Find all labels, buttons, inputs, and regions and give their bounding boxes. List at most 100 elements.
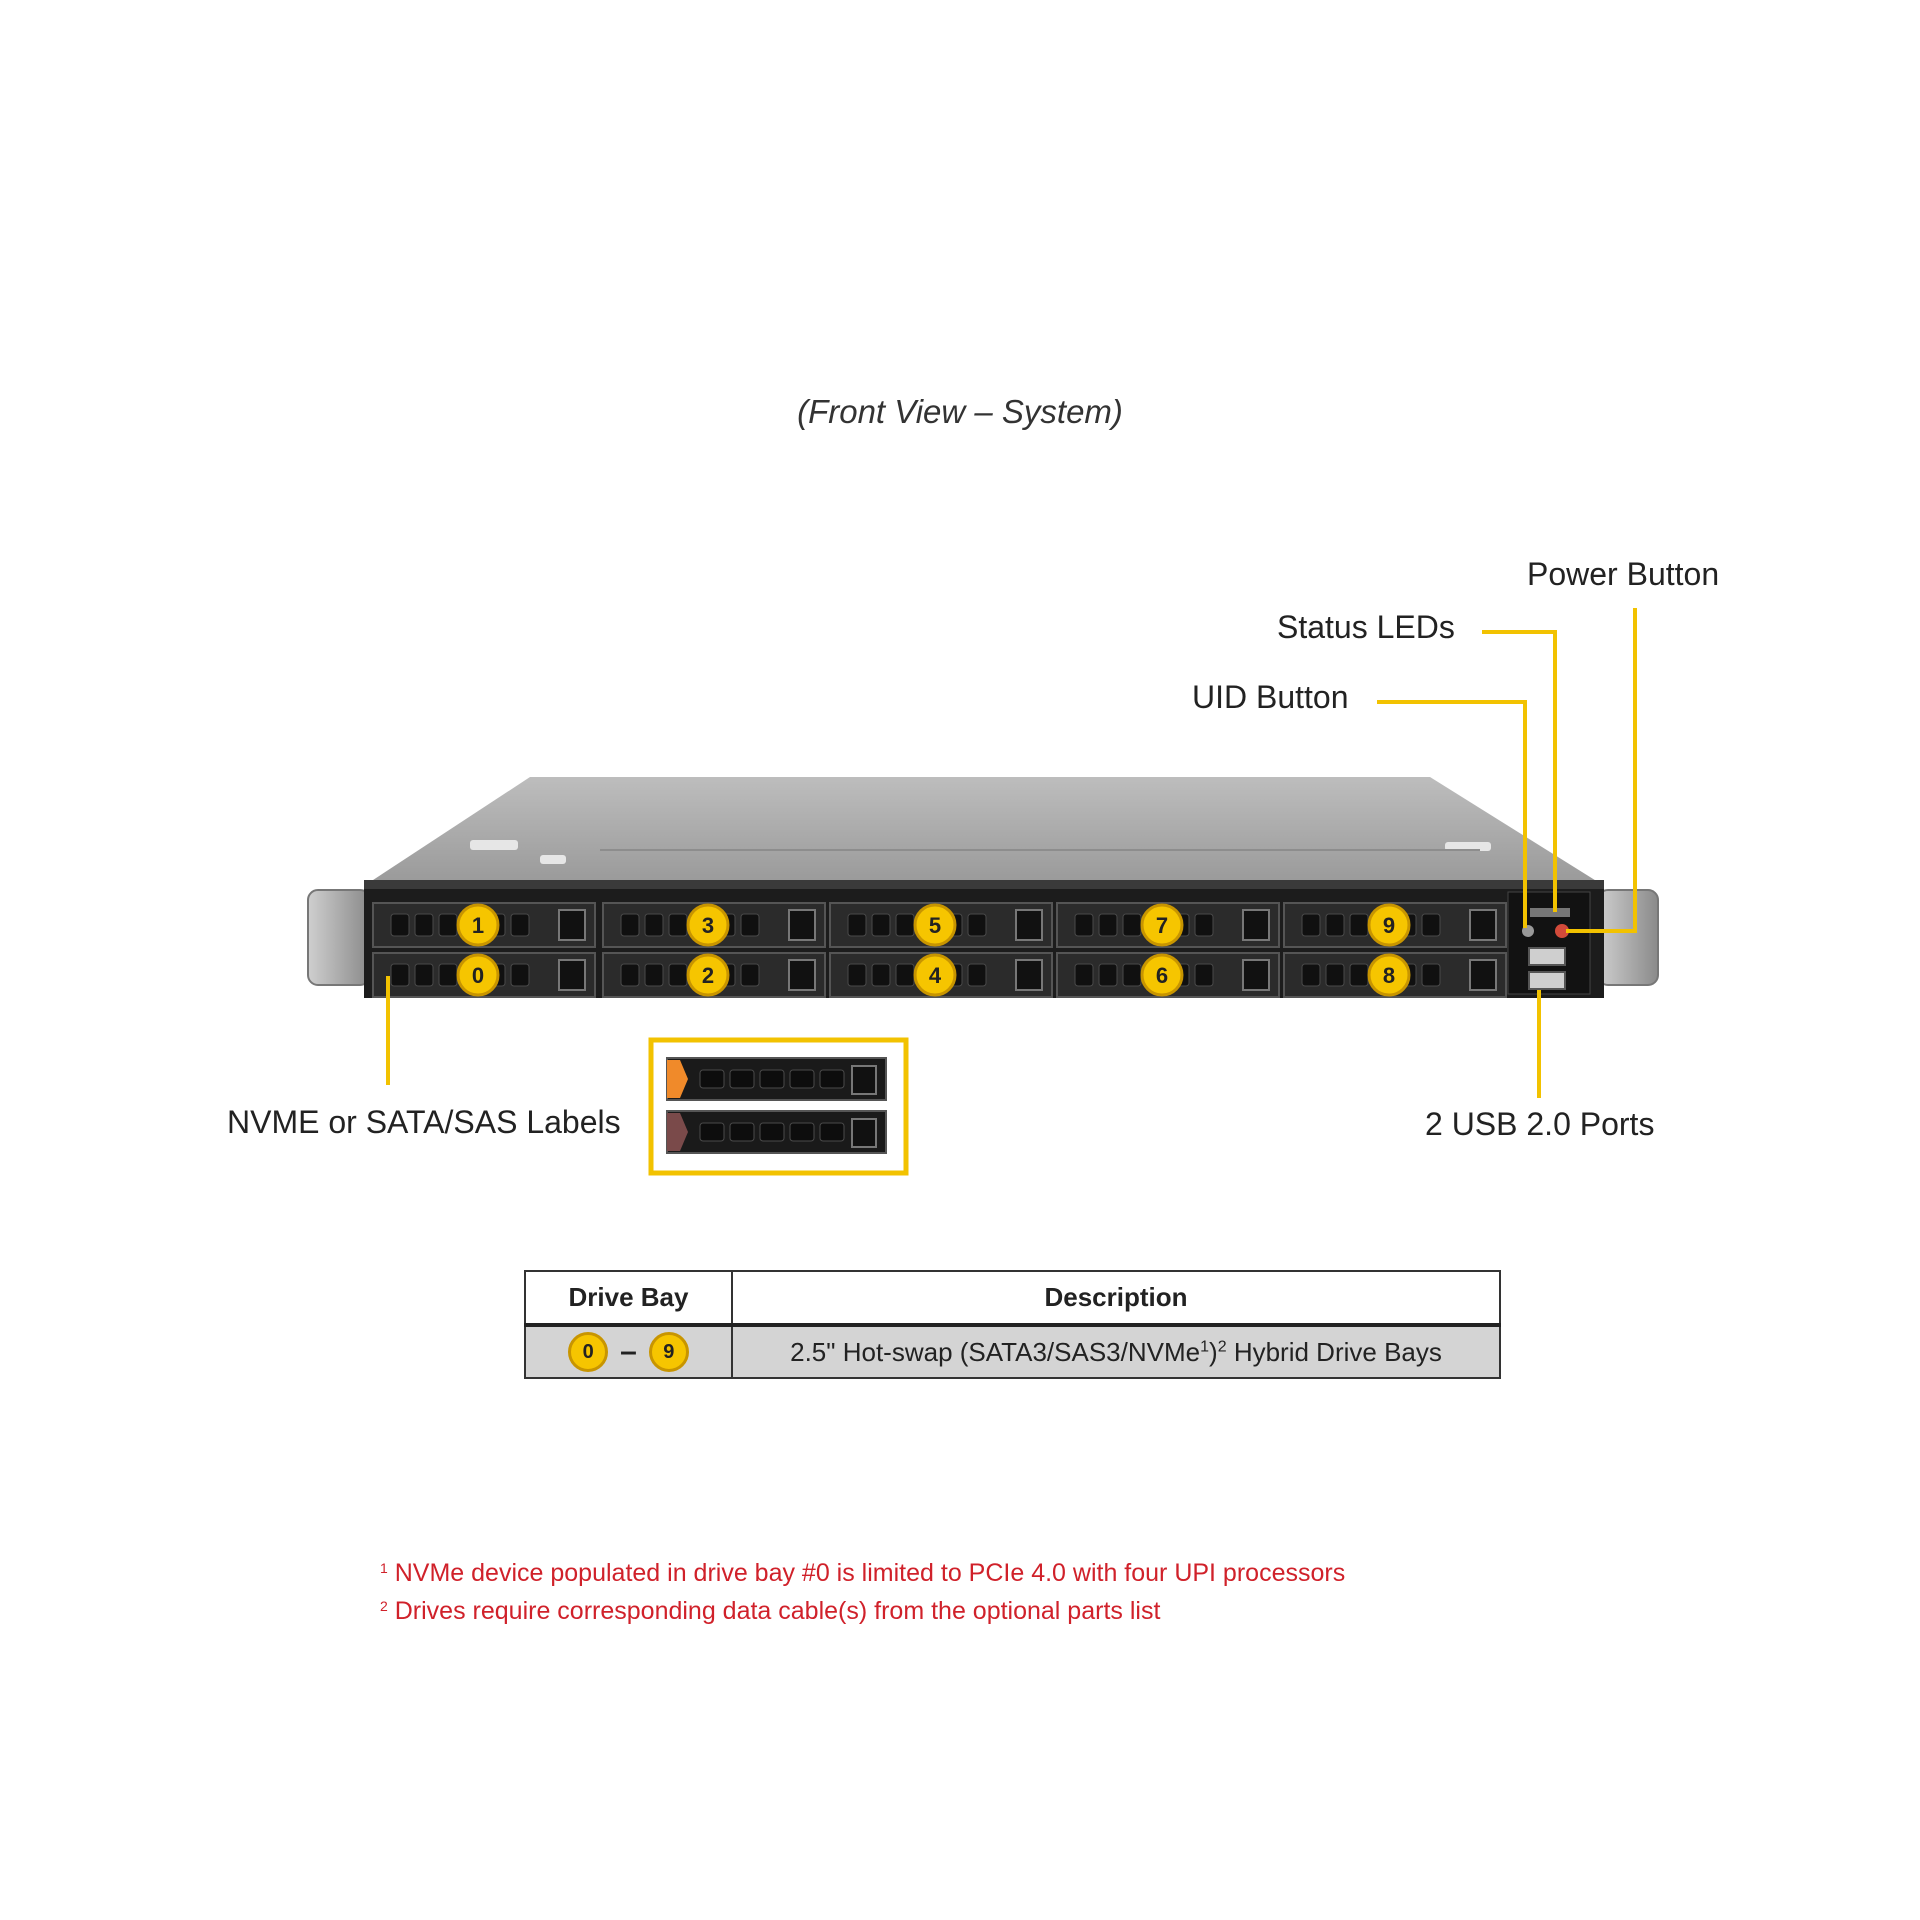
drive-bay-table: Drive Bay Description 0 – 9 2.5" Hot-swa… (524, 1270, 1501, 1379)
tray-vent (871, 913, 891, 937)
inset-tray-vent (789, 1122, 815, 1142)
tray-vent (510, 913, 530, 937)
tray-vent (1098, 913, 1118, 937)
bay-number-label: 8 (1383, 963, 1395, 988)
tray-latch[interactable] (1469, 909, 1497, 941)
drive-bay-8[interactable]: 8 (1283, 952, 1507, 998)
tray-vent (390, 963, 410, 987)
drive-bay-6[interactable]: 6 (1056, 952, 1280, 998)
bay-end-badge: 9 (648, 1332, 689, 1372)
tray-vent (1349, 963, 1369, 987)
callout-labels: NVME or SATA/SAS Labels (227, 1104, 621, 1140)
inset-tray-latch (851, 1065, 877, 1095)
inset-tray-vent (789, 1069, 815, 1089)
bay-number-label: 6 (1156, 963, 1168, 988)
inset-tray-vent (699, 1069, 725, 1089)
bay-number-badge (913, 953, 957, 997)
tray-vent (1074, 963, 1094, 987)
rack-ear-left (307, 889, 371, 986)
tray-vent (620, 913, 640, 937)
tray-vent (895, 913, 915, 937)
drive-bay-5[interactable]: 5 (829, 902, 1053, 948)
footnotes: 1 NVMe device populated in drive bay #0 … (380, 1552, 1345, 1628)
footnote-mark-2: 2 (380, 1598, 388, 1614)
chassis-vent-2 (540, 855, 566, 864)
description-text: 2.5" Hot-swap (SATA3/SAS3/NVMe (790, 1336, 1201, 1367)
tray-latch[interactable] (558, 909, 586, 941)
tray-vent (1349, 913, 1369, 937)
tray-latch[interactable] (788, 959, 816, 991)
label-nvme-orange (667, 1060, 688, 1098)
bay-number-label: 9 (1383, 913, 1395, 938)
tray-vent (871, 963, 891, 987)
footnote-mark-1: 1 (380, 1560, 388, 1576)
tray-vent (414, 913, 434, 937)
footnote-text-1: NVMe device populated in drive bay #0 is… (394, 1559, 1346, 1587)
usb-port-1[interactable] (1528, 947, 1566, 966)
tray-vent (847, 913, 867, 937)
label-tray-vents (699, 1065, 877, 1148)
header-drive-bay: Drive Bay (524, 1270, 733, 1327)
power-button[interactable] (1555, 924, 1569, 938)
figure-title: (Front View – System) (797, 393, 1123, 430)
tray-vent (1122, 913, 1142, 937)
drive-bay-2[interactable]: 2 (602, 952, 826, 998)
tray-latch[interactable] (558, 959, 586, 991)
bay-number-badge (456, 903, 500, 947)
callout-power-button: Power Button (1527, 556, 1720, 592)
tray-latch[interactable] (1015, 909, 1043, 941)
status-leds (1530, 908, 1570, 917)
bay-number-badge (686, 953, 730, 997)
tray-latch[interactable] (1015, 959, 1043, 991)
callout-usb-ports: 2 USB 2.0 Ports (1425, 1106, 1655, 1142)
bay-number-badge (686, 903, 730, 947)
bay-number-label: 4 (929, 963, 942, 988)
drive-bay-3[interactable]: 3 (602, 902, 826, 948)
callout-line-uid (1377, 700, 1527, 928)
inset-tray-vent (759, 1122, 785, 1142)
inset-tray-vent (729, 1069, 755, 1089)
tray-vent (668, 913, 688, 937)
bay-number-badge (456, 953, 500, 997)
footnote-ref-2: 2 (1217, 1337, 1227, 1355)
drive-bay-9[interactable]: 9 (1283, 902, 1507, 948)
tray-vent (644, 963, 664, 987)
tray-vent (1194, 913, 1214, 937)
tray-vent (1194, 963, 1214, 987)
tray-vent (895, 963, 915, 987)
table-row: 0 – 9 2.5" Hot-swap (SATA3/SAS3/NVMe1)2 … (524, 1324, 1501, 1379)
drive-bay-7[interactable]: 7 (1056, 902, 1280, 948)
drive-bay-1[interactable]: 1 (372, 902, 596, 948)
tray-latch[interactable] (1242, 959, 1270, 991)
description-tail: Hybrid Drive Bays (1226, 1336, 1442, 1367)
bay-number-badge (1140, 903, 1184, 947)
tray-latch[interactable] (1469, 959, 1497, 991)
description-close: ) (1209, 1336, 1218, 1367)
usb-port-2[interactable] (1528, 971, 1566, 990)
callout-line-status (1482, 630, 1557, 912)
range-dash: – (620, 1335, 637, 1368)
header-description: Description (731, 1270, 1501, 1327)
tray-latch[interactable] (1242, 909, 1270, 941)
inset-tray-vent (729, 1122, 755, 1142)
bay-number-badge (1367, 953, 1411, 997)
tray-vent (1301, 913, 1321, 937)
bay-number-label: 7 (1156, 913, 1168, 938)
tray-latch[interactable] (788, 909, 816, 941)
bay-number-label: 5 (929, 913, 941, 938)
tray-vent (438, 963, 458, 987)
drive-bay-0[interactable]: 0 (372, 952, 596, 998)
tray-vent (644, 913, 664, 937)
tray-vent (414, 963, 434, 987)
footnote-text-2: Drives require corresponding data cable(… (394, 1597, 1161, 1625)
tray-vent (740, 913, 760, 937)
bay-number-badge (913, 903, 957, 947)
bay-number-label: 3 (702, 913, 714, 938)
callout-status-leds: Status LEDs (1277, 609, 1455, 645)
tray-vent (1421, 913, 1441, 937)
chassis-vent-1 (470, 840, 518, 850)
drive-bay-4[interactable]: 4 (829, 952, 1053, 998)
inset-tray-vent (699, 1122, 725, 1142)
